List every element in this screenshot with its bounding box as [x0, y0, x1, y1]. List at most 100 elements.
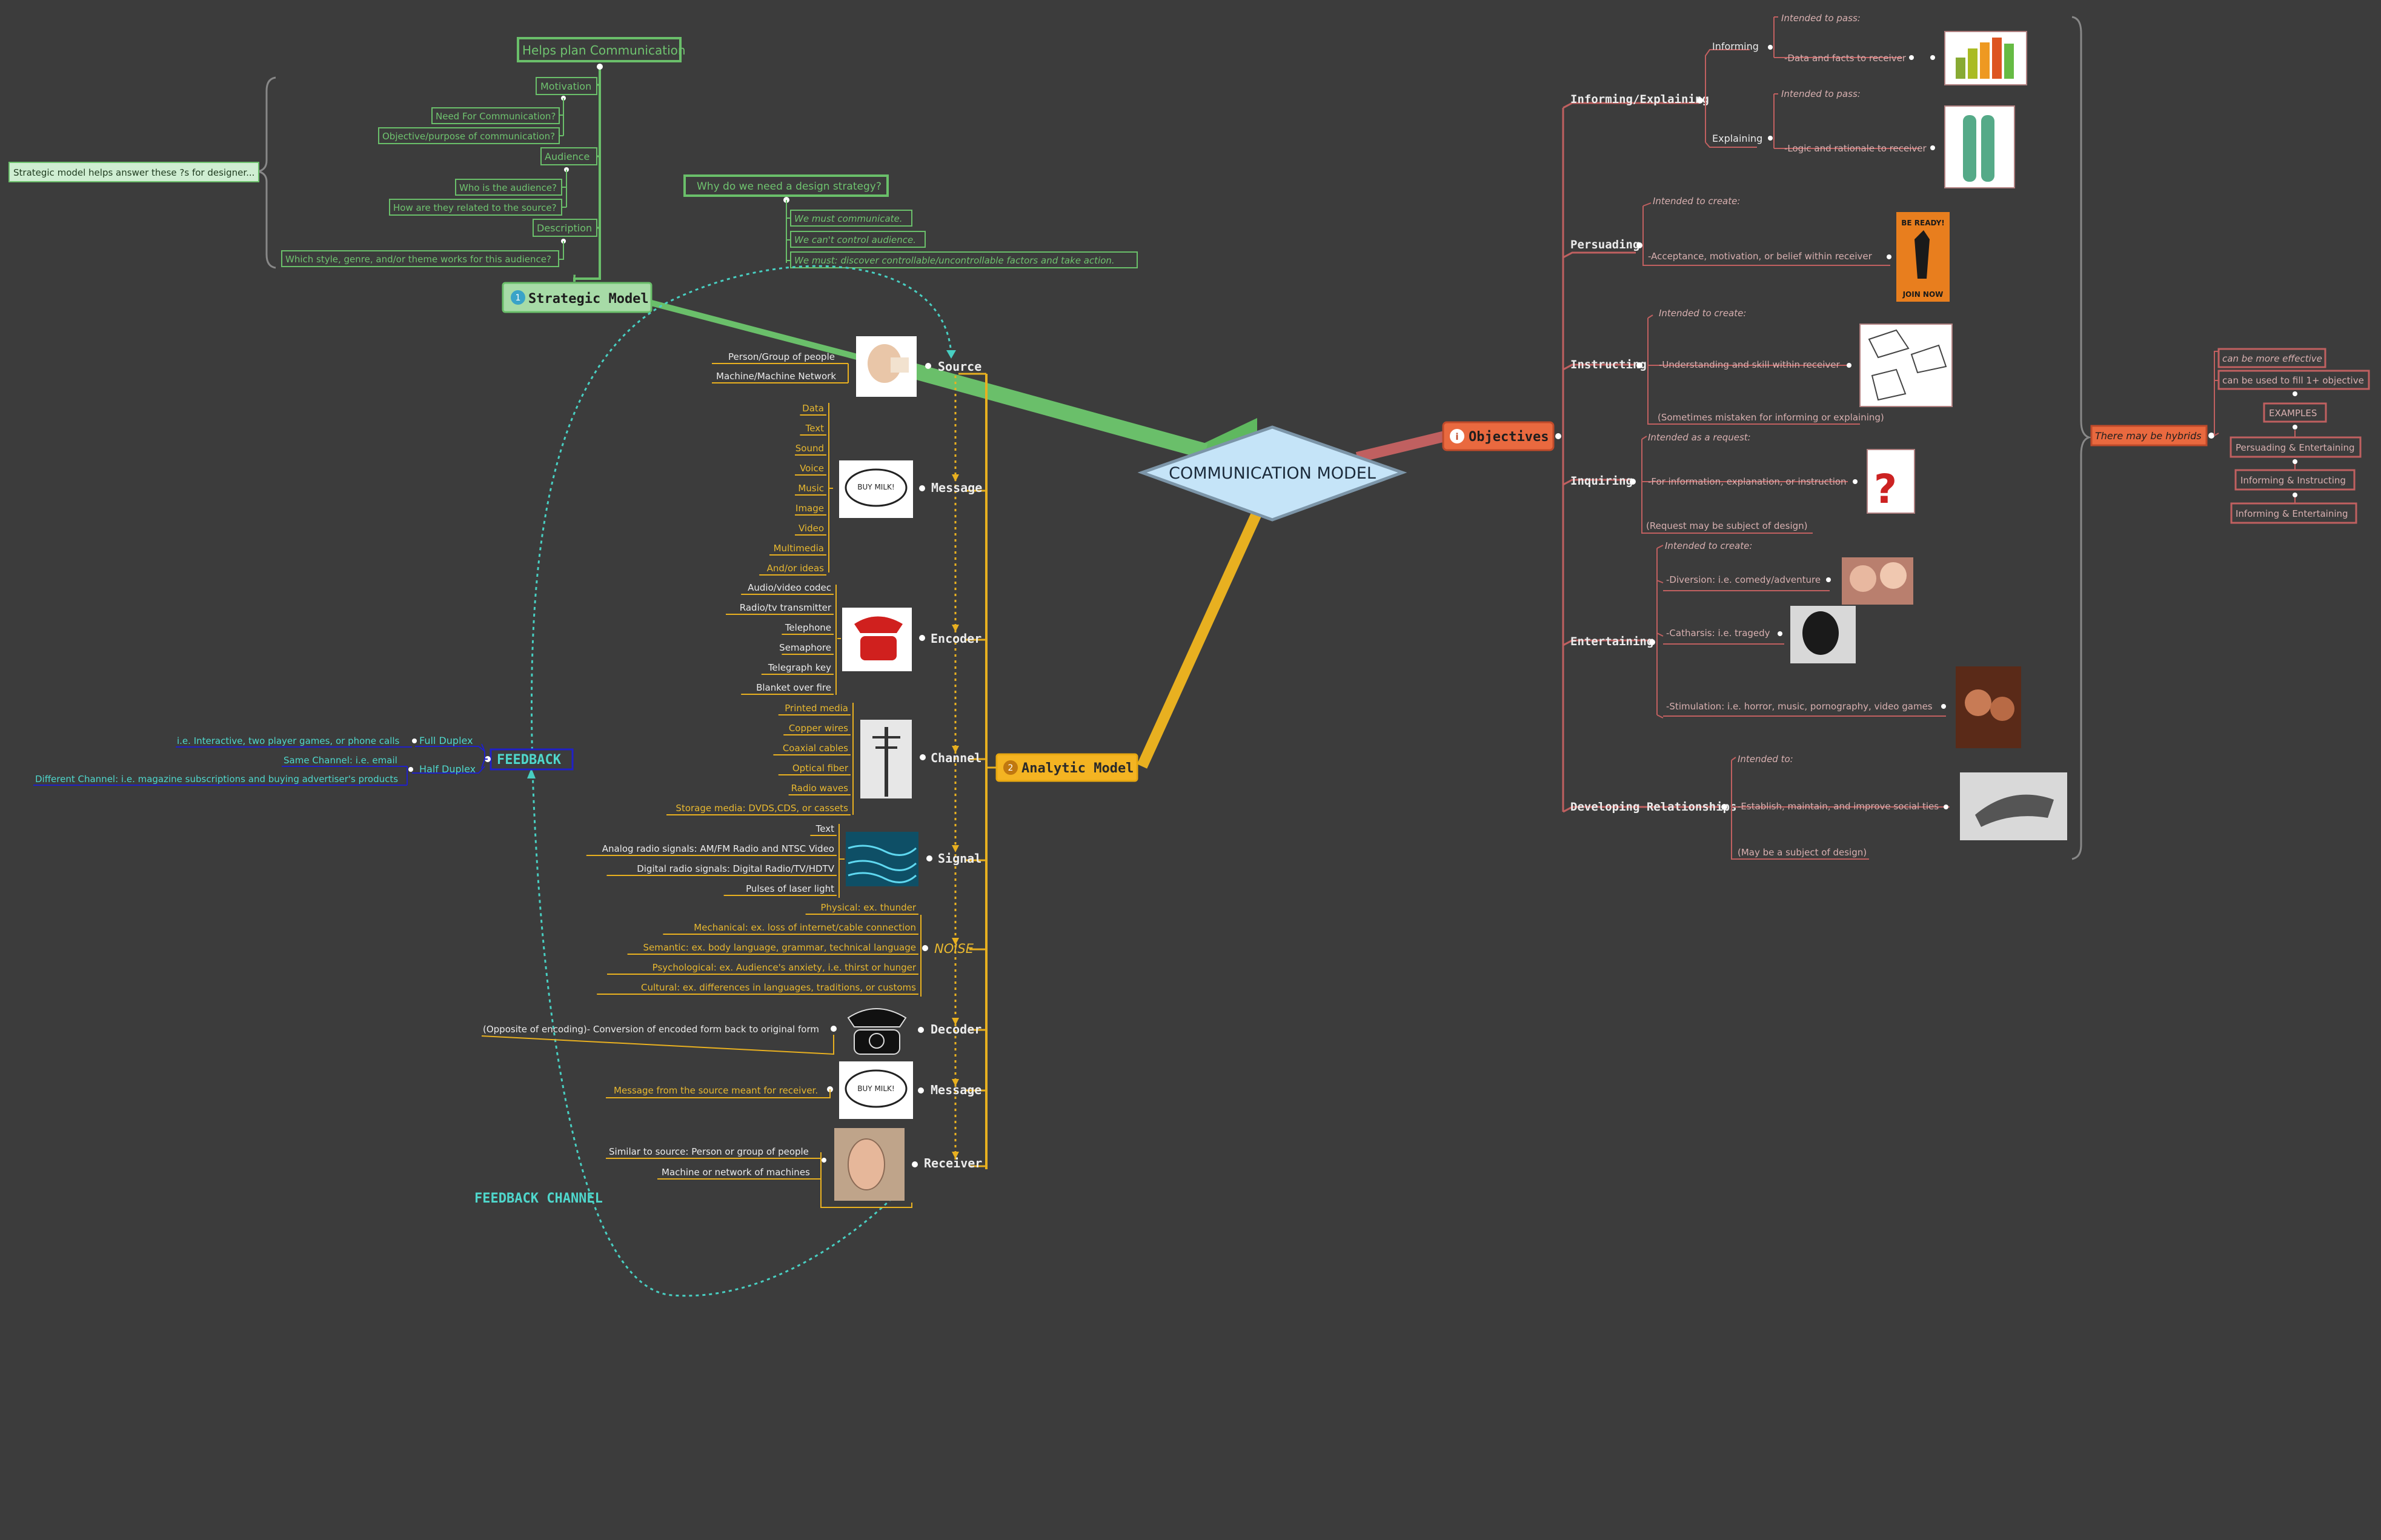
noise-item-5: Cultural: ex. differences in languages, … [641, 982, 916, 993]
strategic-model-node[interactable] [502, 282, 653, 313]
why-item-1-box[interactable] [790, 210, 912, 227]
decoder-node[interactable]: Decoder (Opposite of encoding)- Conversi… [481, 1001, 986, 1058]
who-label: Who is the audience? [459, 182, 557, 193]
noise-item-3: Semantic: ex. body language, grammar, te… [643, 942, 916, 953]
channel-item-5: Radio waves [791, 783, 848, 794]
relationships-item: -Establish, maintain, and improve social… [1738, 801, 1939, 812]
audience-box[interactable] [540, 147, 597, 165]
instructing-label[interactable]: Instructing [1570, 358, 1647, 371]
noise-item-2: Mechanical: ex. loss of internet/cable c… [694, 922, 916, 933]
strategic-trunk [573, 67, 601, 282]
message1-item-8: Multimedia [774, 543, 824, 554]
which-label: Which style, genre, and/or theme works f… [285, 254, 551, 265]
feedback-arrow-head-left [527, 768, 536, 778]
explaining-label: Explaining [1712, 133, 1762, 144]
instructing-item: -Understanding and skill within receiver [1659, 359, 1841, 370]
noise-node[interactable]: NOISE [920, 915, 986, 997]
message-node[interactable]: Message BUY MILK! [828, 403, 986, 573]
telephone-pole-icon [885, 727, 888, 797]
message1-item-4: Voice [800, 463, 824, 474]
hybrids-ex3-box[interactable] [2230, 502, 2357, 524]
source-node[interactable]: Source Person/Group of people Machine/Ma… [712, 336, 986, 397]
feedback-branch: FEEDBACK Full Duplex i.e. Interactive, t… [33, 735, 574, 786]
analytic-number-icon [1003, 760, 1018, 775]
how-label: How are they related to the source? [393, 202, 557, 213]
encoder-item-4: Semaphore [779, 642, 831, 653]
encoder-item-5: Telegraph key [768, 662, 831, 673]
strategic-number-label: 1 [516, 293, 521, 303]
analytic-model-label: Analytic Model [1021, 761, 1134, 776]
strategic-note-box[interactable] [8, 162, 259, 182]
full-duplex-label[interactable]: Full Duplex [419, 735, 473, 746]
relationships-intent: Intended to: [1738, 754, 1793, 765]
noise-item-1: Physical: ex. thunder [820, 902, 916, 913]
receiver-item-2: Machine or network of machines [662, 1167, 810, 1178]
svg-text:i: i [1455, 431, 1458, 442]
intended-pass-1: Intended to pass: [1781, 13, 1861, 24]
helps-plan-box[interactable] [517, 37, 682, 62]
branch-to-center-green [1200, 418, 1257, 454]
persuading-label[interactable]: Persuading [1570, 238, 1639, 251]
source-item-2: Machine/Machine Network [716, 371, 836, 382]
receiver-node[interactable]: Receiver Similar to source: Person or gr… [606, 1128, 986, 1208]
feedback-node[interactable] [490, 748, 574, 771]
message-2-node[interactable]: Message BUY MILK! Message from the sourc… [606, 1061, 986, 1119]
why-item-3-box[interactable] [790, 251, 1138, 268]
hybrids-effective-box[interactable] [2217, 348, 2326, 368]
decoder-item-1: (Opposite of encoding)- Conversion of en… [483, 1024, 819, 1035]
central-topic[interactable]: COMMUNICATION MODEL [1137, 425, 1407, 522]
hybrids-ex1-box[interactable] [2230, 436, 2362, 458]
encoder-label: Encoder [931, 631, 981, 646]
central-topic-label: COMMUNICATION MODEL [1169, 464, 1376, 483]
signal-node[interactable]: Signal [838, 824, 986, 898]
intended-pass-2: Intended to pass: [1781, 88, 1861, 99]
message1-item-3: Sound [795, 443, 824, 454]
encoder-item-1: Audio/video codec [748, 582, 831, 593]
hybrids-ex2-box[interactable] [2234, 469, 2356, 491]
who-box[interactable] [455, 179, 562, 196]
why-strategy-box[interactable] [683, 174, 889, 197]
encoder-node[interactable]: Encoder [835, 585, 986, 695]
need-box[interactable] [431, 107, 560, 124]
informing-explaining-label[interactable]: Informing/Explaining [1570, 93, 1709, 106]
half-duplex-desc-1: Same Channel: i.e. email [284, 755, 397, 766]
signal-item-4: Pulses of laser light [746, 883, 834, 894]
message-2-item-1: Message from the source meant for receiv… [614, 1085, 818, 1096]
question-mark-icon: ? [1874, 466, 1897, 513]
motivation-box[interactable] [536, 77, 597, 95]
analytic-branch-line [1137, 503, 1266, 769]
objective-box[interactable] [378, 127, 560, 144]
hybrids-examples-box[interactable] [2263, 402, 2327, 423]
which-box[interactable] [281, 250, 559, 267]
persuading-item: -Acceptance, motivation, or belief withi… [1648, 251, 1873, 262]
hybrids-node[interactable] [2090, 425, 2208, 446]
question-mark-thumbnail [1867, 449, 1915, 514]
half-duplex-label[interactable]: Half Duplex [419, 763, 476, 775]
poster-bottom-text: JOIN NOW [1902, 290, 1944, 299]
hybrids-fill-box[interactable] [2217, 370, 2370, 390]
objectives-node[interactable] [1442, 421, 1555, 451]
message1-item-9: And/or ideas [767, 563, 825, 574]
hybrids-examples: EXAMPLES [2269, 408, 2317, 419]
relationships-label[interactable]: Developing Relationships [1570, 800, 1737, 814]
objective-label: Objective/purpose of communication? [382, 131, 555, 142]
rotary-phone-icon [847, 1008, 907, 1027]
channel-node[interactable]: Channel [852, 703, 986, 815]
how-box[interactable] [389, 199, 562, 216]
why-item-3: We must: discover controllable/uncontrol… [794, 255, 1115, 266]
noise-label: NOISE [934, 941, 974, 956]
message1-item-5: Music [798, 483, 824, 494]
handshake-icon [1975, 794, 2054, 827]
why-strategy-label: Why do we need a design strategy? [697, 181, 882, 193]
why-item-2-box[interactable] [790, 231, 926, 248]
description-box[interactable] [533, 219, 597, 237]
hybrids-effective: can be more effective [2222, 353, 2322, 364]
objectives-label: Objectives [1469, 430, 1549, 445]
logic-rationale-item: -Logic and rationale to receiver [1784, 143, 1927, 154]
entertaining-label[interactable]: Entertaining [1570, 635, 1653, 648]
strategic-number-icon [511, 290, 525, 305]
channel-label: Channel [931, 751, 981, 765]
strategic-note-text: Strategic model helps answer these ?s fo… [13, 167, 254, 178]
signal-wave-icon [848, 845, 917, 883]
inquiring-label[interactable]: Inquiring [1570, 474, 1633, 488]
